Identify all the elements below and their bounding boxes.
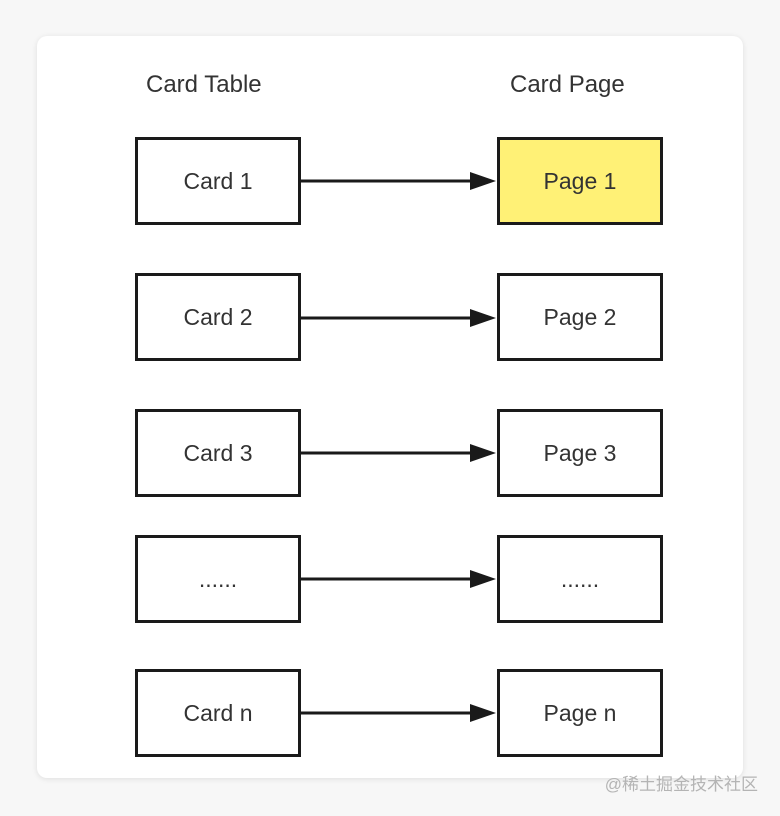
page-node-2: Page 2: [497, 273, 663, 361]
page-node-n: Page n: [497, 669, 663, 757]
card-node-1: Card 1: [135, 137, 301, 225]
watermark: @稀土掘金技术社区: [604, 775, 758, 794]
page-node-ellipsis: ......: [497, 535, 663, 623]
card-node-2: Card 2: [135, 273, 301, 361]
page-node-3: Page 3: [497, 409, 663, 497]
card-node-ellipsis: ......: [135, 535, 301, 623]
card-node-3: Card 3: [135, 409, 301, 497]
card-page-header: Card Page: [510, 71, 625, 98]
card-table-header: Card Table: [146, 71, 262, 98]
card-node-n: Card n: [135, 669, 301, 757]
page-node-1: Page 1: [497, 137, 663, 225]
